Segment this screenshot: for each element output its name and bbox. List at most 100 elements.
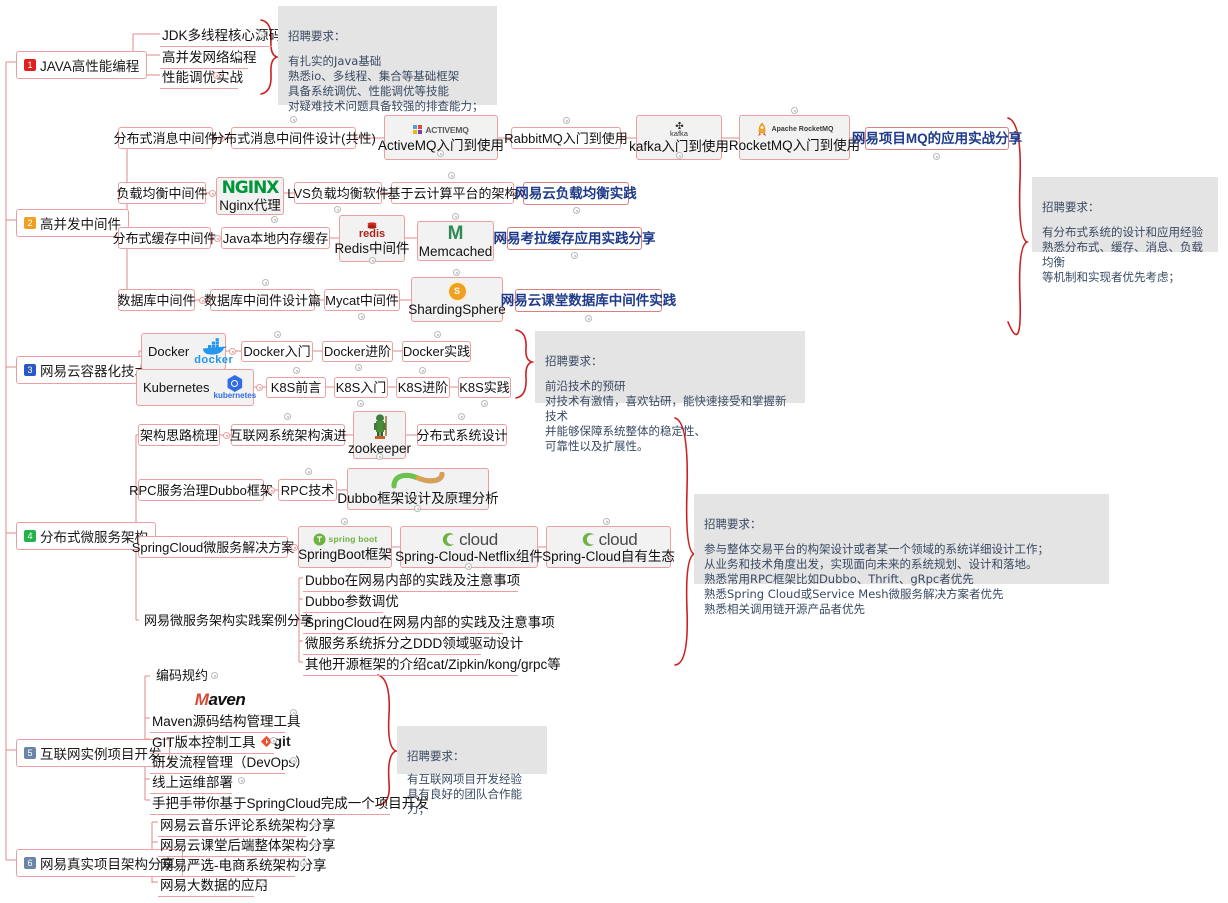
node-db-middleware[interactable]: 数据库中间件 [118,289,196,311]
marker-icon [290,116,297,123]
node-cloud-platform-arch[interactable]: 基于云计算平台的架构 [388,182,518,204]
callout-1-title: 招聘要求： [288,29,346,43]
node-classroom-backend-arch[interactable]: 网易云课堂后端整体架构分享 [158,834,336,857]
node-dubbo[interactable]: Dubbo框架设计及原理分析 [337,468,499,510]
node-rabbitmq[interactable]: RabbitMQ入门到使用 [504,127,628,149]
node-rocketmq-label: RocketMQ入门到使用 [728,137,861,153]
node-rocketmq[interactable]: Apache RocketMQ RocketMQ入门到使用 [729,115,860,160]
node-jdk-thread[interactable]: JDK多线程核心源码原理 [160,24,309,47]
branch-4-number: 4 [24,530,36,542]
node-bigdata-app[interactable]: 网易大数据的应用 [158,874,268,897]
node-k8s-practice[interactable]: K8S实践 [458,377,511,398]
node-spring-cloud-netflix-label: Spring-Cloud-Netflix组件 [395,548,543,564]
node-zookeeper[interactable]: zookeeper [348,411,411,459]
kubernetes-icon: kubernetes [214,372,256,404]
node-case-open-source[interactable]: 其他开源框架的介绍cat/Zipkin/kong/grpc等 [303,653,561,676]
node-music-comment-arch[interactable]: 网易云音乐评论系统架构分享 [158,814,336,837]
branch-6[interactable]: 6 网易真实项目架构分享 [16,849,183,877]
node-arch-thinking[interactable]: 架构思路梳理 [138,424,220,446]
node-git-label: GIT版本控制工具 [152,735,256,750]
branch-2[interactable]: 2 高并发中间件 [16,209,129,237]
node-netease-mq-share[interactable]: 网易项目MQ的应用实战分享 [852,127,1022,150]
node-kubernetes[interactable]: Kubernetes kubernetes [136,369,256,406]
node-redis[interactable]: redis Redis中间件 [335,215,410,262]
node-docker[interactable]: Docker docker [141,333,233,370]
node-cache-middleware[interactable]: 分布式缓存中间件 [113,227,217,249]
spring-cloud-icon: cloud [440,531,498,548]
node-spring-cloud-own[interactable]: cloud Spring-Cloud自有生态 [542,526,675,568]
branch-3[interactable]: 3 网易云容器化技术 [16,356,156,384]
marker-icon [305,468,312,475]
node-distributed-system-design[interactable]: 分布式系统设计 [417,424,508,446]
marker-icon [434,331,441,338]
node-k8s-intro[interactable]: K8S入门 [334,377,388,398]
dubbo-icon [388,472,448,490]
node-java-local-cache[interactable]: Java本地内存缓存 [221,227,330,249]
node-case-dubbo-tuning[interactable]: Dubbo参数调优 [303,590,399,613]
node-springboot-label: SpringBoot框架 [298,547,392,563]
node-activemq[interactable]: ACTIVEMQ ActiveMQ入门到使用 [378,115,504,160]
node-shardingsphere[interactable]: S ShardingSphere [408,277,506,322]
node-docker-advanced[interactable]: Docker进阶 [322,341,393,362]
node-case-springcloud-practice[interactable]: SpringCloud在网易内部的实践及注意事项 [303,611,555,634]
node-netease-lb-practice[interactable]: 网易云负载均衡实践 [515,182,637,205]
callout-3-title: 招聘要求： [545,354,603,368]
marker-icon [238,777,245,784]
node-kaola-cache-share[interactable]: 网易考拉缓存应用实践分享 [494,227,656,250]
node-case-ddd[interactable]: 微服务系统拆分之DDD领域驱动设计 [303,632,523,655]
node-lvs[interactable]: LVS负载均衡软件 [287,182,389,204]
node-mq-design[interactable]: 分布式消息中间件设计(共性) [211,127,376,149]
marker-icon [211,672,218,679]
marker-icon [458,413,465,420]
node-netease-db-practice[interactable]: 网易云课堂数据库中间件实践 [501,289,676,312]
node-perf-tuning[interactable]: 性能调优实战 [160,66,243,89]
branch-5[interactable]: 5 互联网实例项目开发 [16,739,170,767]
rocketmq-icon: Apache RocketMQ [756,122,833,137]
node-memcached[interactable]: M Memcached [417,221,494,261]
marker-icon [274,331,281,338]
nginx-icon: NGINX [221,177,280,198]
branch-3-number: 3 [24,364,36,376]
marker-icon [355,364,362,371]
node-docker-label: Docker [148,344,190,359]
node-activemq-label: ActiveMQ入门到使用 [378,137,505,153]
node-devops[interactable]: 研发流程管理（DevOps） [150,751,309,774]
node-coding-convention[interactable]: 编码规约 [156,668,209,683]
marker-icon [358,313,365,320]
node-docker-practice[interactable]: Docker实践 [402,341,471,362]
node-k8s-preface[interactable]: K8S前言 [266,377,326,398]
node-rpc-tech[interactable]: RPC技术 [278,479,337,501]
node-k8s-advanced[interactable]: K8S进阶 [396,377,450,398]
node-db-design[interactable]: 数据库中间件设计篇 [204,289,321,311]
marker-icon [465,563,472,570]
node-spring-cloud-netflix[interactable]: cloud Spring-Cloud-Netflix组件 [395,526,543,568]
node-kafka-label: kafka入门到使用 [629,138,729,154]
node-springcloud-solution[interactable]: SpringCloud微服务解决方案 [132,536,294,558]
node-springboot[interactable]: spring boot SpringBoot框架 [298,526,392,568]
node-high-concurrency-net[interactable]: 高并发网络编程 [160,46,257,69]
node-online-ops[interactable]: 线上运维部署 [150,771,233,794]
node-distributed-mq[interactable]: 分布式消息中间件 [114,127,218,149]
node-internet-arch-evolution[interactable]: 互联网系统架构演进 [230,424,347,446]
node-hands-on-project[interactable]: 手把手带你基于SpringCloud完成一个项目开发 [150,792,429,815]
node-docker-intro[interactable]: Docker入门 [241,341,313,362]
node-netease-cases-label[interactable]: 网易微服务架构实践案例分享 [144,612,314,628]
branch-2-label: 高并发中间件 [40,217,121,232]
node-mycat[interactable]: Mycat中间件 [324,289,400,311]
node-rpc-dubbo[interactable]: RPC服务治理Dubbo框架 [129,479,273,501]
node-maven-tool[interactable]: Maven源码结构管理工具 [150,710,301,733]
node-case-dubbo-practice[interactable]: Dubbo在网易内部的实践及注意事项 [303,569,520,592]
branch-4[interactable]: 4 分布式微服务架构 [16,522,156,550]
marker-icon [258,31,265,38]
marker-icon [259,880,266,887]
marker-icon [414,505,421,512]
branch-1[interactable]: 1 JAVA高性能编程 [16,51,148,79]
zookeeper-icon [369,414,391,440]
callout-recruit-5: 招聘要求：有互联网项目开发经验 具有良好的团队合作能力； [397,726,547,816]
node-lb-middleware[interactable]: 负载均衡中间件 [117,182,208,204]
node-yanxuan-ecommerce-arch[interactable]: 网易严选-电商系统架构分享 [158,854,327,877]
node-nginx[interactable]: NGINX Nginx代理 [216,177,284,215]
node-git-tool[interactable]: GIT版本控制工具 git [150,731,291,754]
marker-icon [268,487,275,494]
